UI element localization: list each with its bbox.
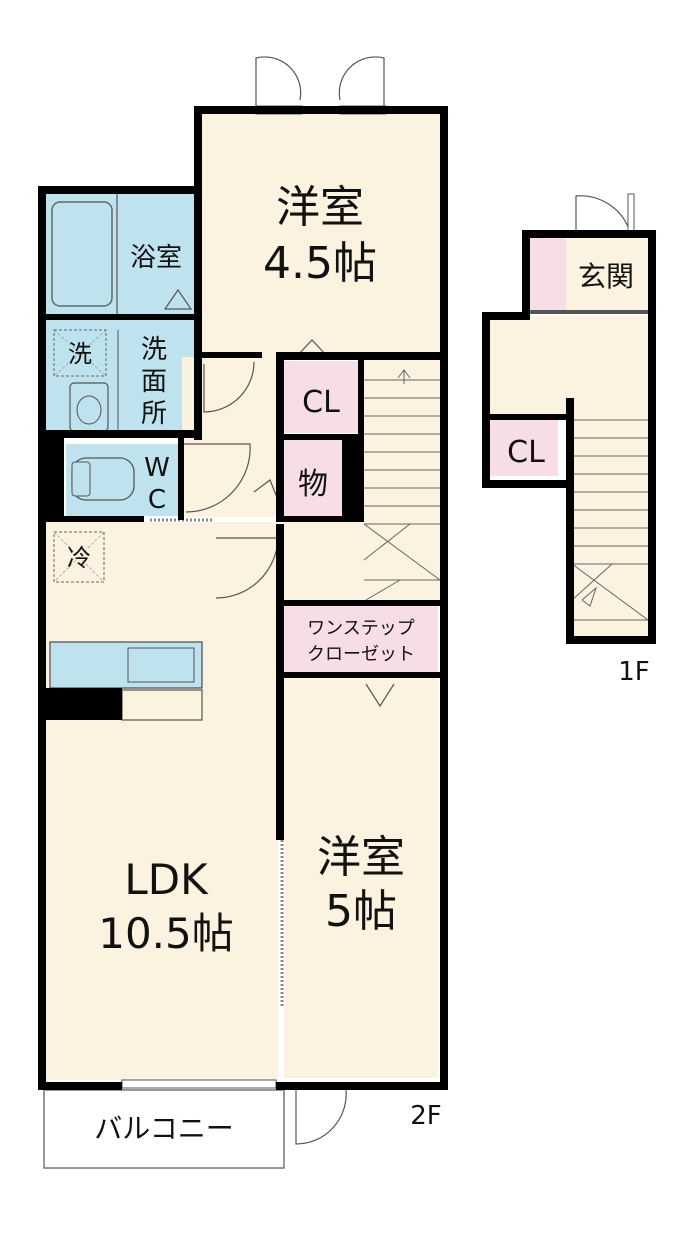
kitchen-sink [127, 647, 195, 683]
entrance-label: 玄関 [578, 260, 634, 293]
washer-diag-2 [53, 329, 107, 377]
ldk-floor [44, 522, 278, 1080]
fridge-box [53, 531, 105, 583]
stair-floor [364, 360, 440, 600]
toilet-tank [71, 461, 91, 497]
balcony [43, 1089, 285, 1169]
landing-floor [284, 522, 368, 600]
western-room-4-5-size: 4.5帖 [263, 238, 377, 289]
one-step-closet-label-2: クローゼット [307, 644, 415, 665]
stairs-1f [571, 419, 649, 621]
kitchen-counter [49, 641, 203, 689]
bath-label: 浴室 [130, 243, 182, 273]
washroom-label-1: 洗 [141, 335, 167, 365]
window-balcony [121, 1079, 277, 1089]
entrance-door-swing [575, 195, 631, 233]
floor-2-label: 2F [410, 1101, 442, 1131]
one-step-closet-floor [284, 606, 438, 674]
washer-label: 洗 [68, 340, 92, 368]
floor-1-plan: 玄関 CL 1F [482, 193, 656, 687]
western-room-4-5-name: 洋室 [276, 182, 364, 233]
one-step-closet-label-1: ワンステップ [307, 618, 415, 639]
western-room-4-5-floor [200, 112, 440, 357]
closet-1f-floor [490, 420, 558, 476]
floor-2-plan: 洋室 4.5帖 浴室 洗 洗 面 所 W C CL 物 冷 ワンステップ クロー… [38, 56, 533, 1169]
entrance-step [530, 238, 566, 312]
western-room-5-size: 5帖 [325, 886, 397, 937]
closet-cl-label: CL [302, 385, 340, 420]
stair-1f-floor [572, 398, 648, 638]
kitchen-wall-block [40, 688, 122, 720]
closet-1f-label: CL [507, 435, 545, 470]
walls-1f [482, 230, 656, 644]
western-room-5-name: 洋室 [317, 832, 405, 883]
toilet-label-w: W [144, 453, 170, 483]
ldk-name: LDK [124, 855, 209, 904]
kitchen-base [121, 689, 203, 721]
fridge-label: 冷 [67, 544, 91, 572]
washer-diag-1 [53, 329, 107, 377]
washroom-label-3: 所 [141, 399, 167, 429]
washbasin-bowl [76, 395, 102, 425]
bath-drain [163, 288, 193, 310]
cl-storage-floor [284, 361, 358, 433]
storage-label: 物 [298, 467, 328, 502]
toilet-label-c: C [148, 485, 166, 515]
floor-1-label: 1F [618, 657, 650, 687]
mono-storage-floor [284, 440, 342, 518]
bathtub [51, 201, 113, 307]
washroom-label-2: 面 [141, 367, 167, 397]
fridge-diag-2 [53, 531, 105, 583]
entrance-door-frame [627, 193, 635, 235]
ldk-size: 10.5帖 [98, 909, 234, 958]
western-room-5-floor [284, 678, 438, 1078]
washer-box [53, 329, 107, 377]
stairs-2f [363, 369, 441, 601]
walls-2f [38, 106, 448, 1090]
balcony-label: バルコニー [94, 1112, 233, 1145]
